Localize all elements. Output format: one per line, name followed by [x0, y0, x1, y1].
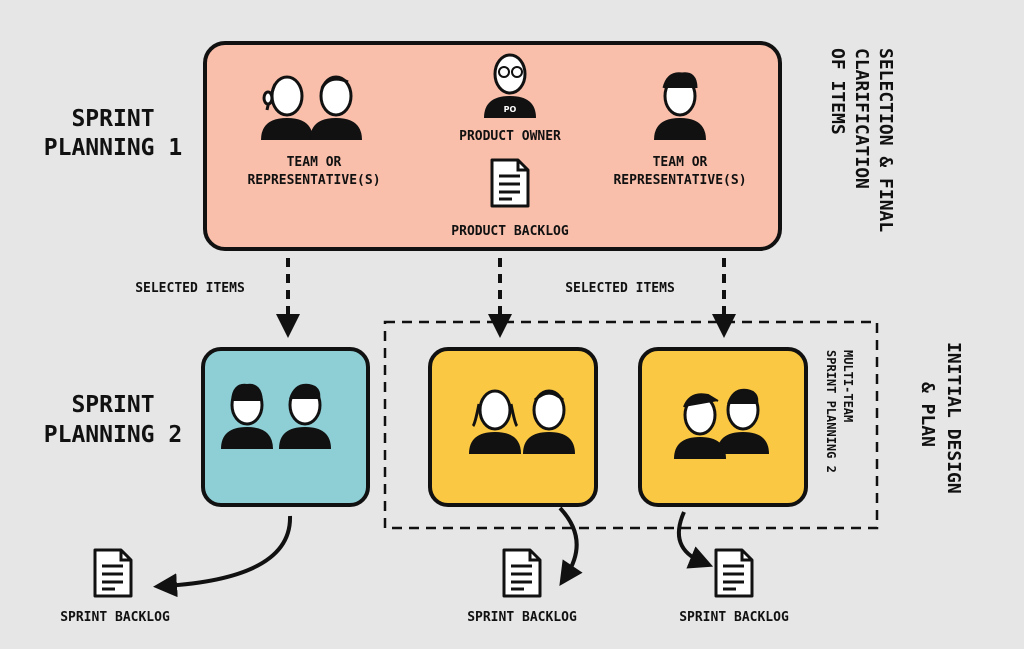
po-badge: PO [504, 105, 517, 114]
sprint-backlog-1-document-icon [93, 548, 133, 598]
team-b-box [638, 347, 808, 507]
right-team-label-line1: TEAM OR [653, 155, 708, 170]
team-b-person-1-icon [672, 393, 728, 461]
sprint-planning-1-box [203, 41, 782, 251]
sprint-planning-1-title-line2: PLANNING 1 [44, 135, 182, 161]
sprint-planning-2-team-box [201, 347, 370, 507]
sprint-backlog-1-label: SPRINT BACKLOG [60, 610, 170, 625]
team-a-person-2-icon [521, 389, 577, 456]
left-team-person-2-icon [308, 75, 364, 142]
right-team-label-line2: REPRESENTATIVE(S) [613, 173, 746, 188]
product-owner-icon: PO [482, 53, 538, 120]
product-backlog-label: PRODUCT BACKLOG [451, 224, 569, 239]
curved-arrow-3-icon [676, 511, 714, 569]
product-owner-label: PRODUCT OWNER [459, 129, 561, 144]
sprint-backlog-2-document-icon [502, 548, 542, 598]
product-backlog-document-icon [490, 158, 530, 208]
multi-team-label-line2: SPRINT PLANNING 2 [824, 350, 838, 473]
curved-arrow-1-icon [153, 515, 293, 598]
team-a-person-1-icon [467, 389, 523, 456]
sprint-backlog-3-label: SPRINT BACKLOG [679, 610, 789, 625]
sprint-planning-2-title-line2: PLANNING 2 [44, 422, 182, 448]
selection-side-line1: SELECTION & FINAL [875, 48, 896, 232]
multi-team-label: MULTI-TEAM SPRINT PLANNING 2 [824, 350, 855, 473]
right-team-person-icon [652, 72, 708, 142]
selection-side-line3: OF ITEMS [827, 48, 848, 135]
left-team-label-line2: REPRESENTATIVE(S) [247, 173, 380, 188]
team-a-box [428, 347, 598, 507]
selection-side-label: SELECTION & FINAL CLARIFICATION OF ITEMS [827, 48, 896, 232]
left-team-label-line1: TEAM OR [287, 155, 342, 170]
selection-side-line2: CLARIFICATION [851, 48, 872, 189]
selected-items-left-label: SELECTED ITEMS [135, 281, 245, 296]
sp2-person-2-icon [277, 383, 333, 451]
sprint-backlog-3-document-icon [714, 548, 754, 598]
sprint-planning-1-title-line1: SPRINT [71, 106, 154, 132]
initial-design-side-label: INITIAL DESIGN & PLAN [917, 342, 964, 494]
sprint-planning-2-title-line1: SPRINT [71, 392, 154, 418]
sp2-person-1-icon [219, 383, 275, 451]
curved-arrow-2-icon [558, 506, 583, 586]
multi-team-label-line1: MULTI-TEAM [841, 350, 855, 422]
selected-items-right-label: SELECTED ITEMS [565, 281, 675, 296]
left-team-person-1-icon [259, 75, 315, 142]
multi-team-region [383, 320, 879, 530]
sprint-backlog-2-label: SPRINT BACKLOG [467, 610, 577, 625]
initial-design-line1: INITIAL DESIGN [943, 342, 964, 494]
team-b-person-2-icon [715, 388, 771, 456]
initial-design-line2: & PLAN [917, 382, 938, 447]
